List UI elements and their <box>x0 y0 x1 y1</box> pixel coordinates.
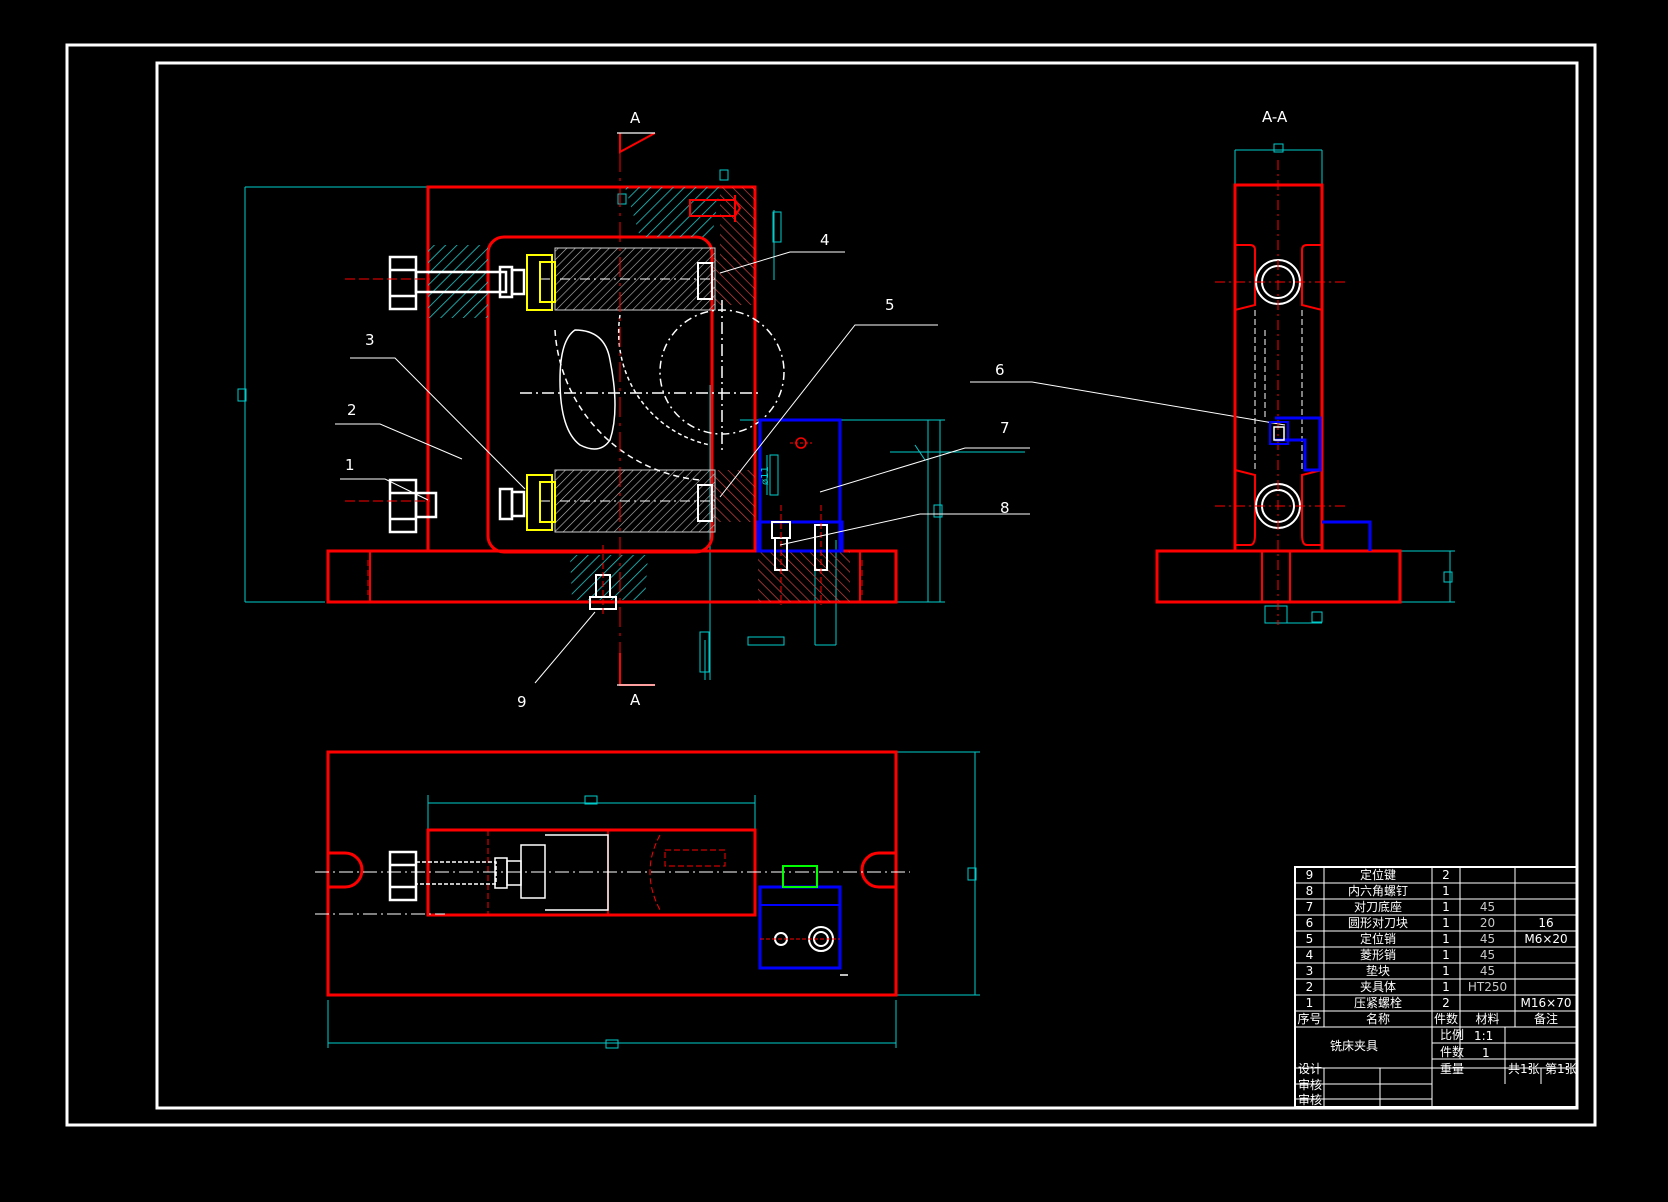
bom-qty: 2 <box>1442 996 1450 1010</box>
bom-no: 6 <box>1306 916 1314 930</box>
callout-5: 5 <box>885 296 895 314</box>
bom-no: 9 <box>1306 868 1314 882</box>
bom-name: 圆形对刀块 <box>1348 916 1408 930</box>
bom-name: 垫块 <box>1366 963 1390 978</box>
bom-no: 7 <box>1306 900 1314 914</box>
bom-material: 45 <box>1480 932 1495 946</box>
bom-no: 5 <box>1306 932 1314 946</box>
bom-name: 对刀底座 <box>1354 899 1402 914</box>
locating-pins <box>697 262 713 522</box>
bom-qty: 1 <box>1442 900 1450 914</box>
bom-material: 45 <box>1480 900 1495 914</box>
bom-name: 压紧螺栓 <box>1354 995 1402 1010</box>
top-view <box>315 750 980 1049</box>
bom-note: 16 <box>1538 916 1553 930</box>
bom-name: 菱形销 <box>1360 948 1396 962</box>
clamp-bolt-bottom <box>388 478 526 534</box>
bom-material: HT250 <box>1468 980 1507 994</box>
bore-dimension: ø11 <box>760 466 771 485</box>
title-text: 铣床夹具 <box>1330 1039 1378 1053</box>
bom-qty: 2 <box>1442 868 1450 882</box>
top-base <box>326 750 898 997</box>
bom-no: 4 <box>1306 948 1314 962</box>
count-value: 1 <box>1482 1046 1490 1060</box>
bom-qty: 1 <box>1442 948 1450 962</box>
scale-label: 比例 <box>1440 1028 1464 1042</box>
bom-name: 定位键 <box>1360 867 1396 882</box>
bom-no: 2 <box>1306 980 1314 994</box>
side-setting-block <box>1275 416 1322 472</box>
bom-no: 1 <box>1306 996 1314 1010</box>
bom-note: M6×20 <box>1524 932 1567 946</box>
callout-8: 8 <box>1000 499 1010 517</box>
side-view-label: A-A <box>1262 108 1288 126</box>
weight-label: 重量 <box>1440 1062 1464 1076</box>
workpiece <box>520 300 785 481</box>
sheets-total: 共1张 <box>1508 1062 1540 1076</box>
bom-note: M16×70 <box>1521 996 1572 1010</box>
callout-4: 4 <box>820 231 830 249</box>
top-setting-block <box>758 885 842 970</box>
callout-2: 2 <box>347 401 357 419</box>
section-cut-marks <box>617 132 656 686</box>
bom-qty: 1 <box>1442 980 1450 994</box>
fixture-body <box>426 185 757 551</box>
callout-7: 7 <box>1000 419 1010 437</box>
bom-material: 45 <box>1480 964 1495 978</box>
bom-no: 8 <box>1306 884 1314 898</box>
count-label: 件数 <box>1440 1044 1464 1059</box>
bom-qty: 1 <box>1442 964 1450 978</box>
bom-header-qty: 件数 <box>1434 1011 1458 1026</box>
bom-qty: 1 <box>1442 916 1450 930</box>
role-2: 审核 <box>1298 1077 1322 1092</box>
inner-cavity <box>486 235 714 554</box>
role-3: 审核 <box>1298 1092 1322 1107</box>
bom-material: 45 <box>1480 948 1495 962</box>
callout-6: 6 <box>995 361 1005 379</box>
section-mark-top: A <box>630 109 641 127</box>
callout-1: 1 <box>345 456 355 474</box>
callout-9: 9 <box>517 693 527 711</box>
section-mark-bottom: A <box>630 691 641 709</box>
side-view: A-A <box>1155 108 1455 625</box>
bom-name: 夹具体 <box>1360 980 1396 994</box>
bom-no: 3 <box>1306 964 1314 978</box>
drawing-frame <box>65 43 1597 1127</box>
bom-header-name: 名称 <box>1366 1011 1390 1026</box>
sheet-no: 第1张 <box>1545 1062 1577 1076</box>
bom-grid <box>1295 867 1577 1107</box>
bom-qty: 1 <box>1442 932 1450 946</box>
bom-header-note: 备注 <box>1534 1011 1558 1026</box>
bom-material: 20 <box>1480 916 1495 930</box>
bom-header-no: 序号 <box>1297 1011 1321 1026</box>
bom-qty: 1 <box>1442 884 1450 898</box>
bom-header-material: 材料 <box>1475 1012 1499 1026</box>
front-view: A A ø11 1 2 3 4 5 6 7 8 9 <box>237 109 1286 711</box>
top-key <box>782 865 818 888</box>
bom-name: 定位销 <box>1360 931 1396 946</box>
callout-leaders <box>335 251 1286 684</box>
callout-3: 3 <box>365 331 375 349</box>
spacer-pads <box>526 254 556 531</box>
bom-name: 内六角螺钉 <box>1348 884 1408 898</box>
clamp-bolt-top <box>388 255 526 311</box>
scale-value: 1:1 <box>1474 1029 1493 1043</box>
role-1: 设计 <box>1298 1062 1322 1076</box>
